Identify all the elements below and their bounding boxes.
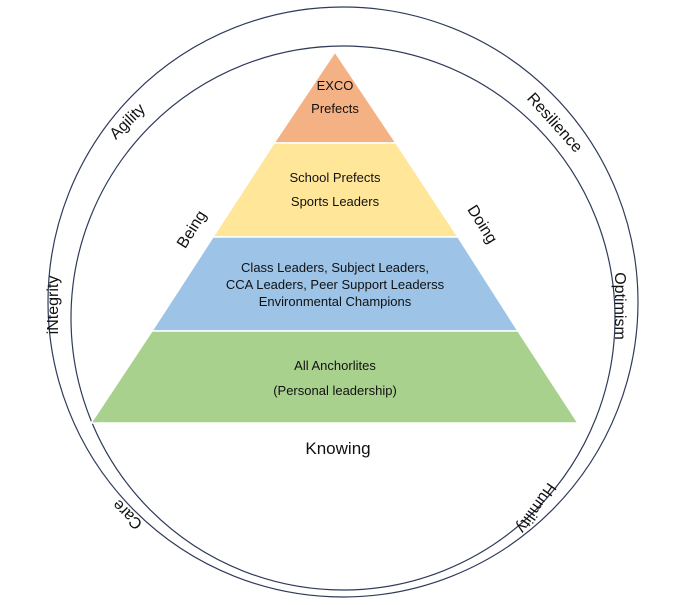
value-humility: Humility (512, 479, 559, 535)
side-label-being: Being (174, 208, 210, 252)
value-optimism: Optimism (611, 272, 628, 340)
pyramid-tier-upper-middle (211, 142, 460, 238)
tier-upper-middle-line-2: Sports Leaders (291, 194, 380, 209)
value-agility: Agility (107, 101, 149, 143)
pyramid-tier-top (272, 50, 398, 144)
tier-top-line-2: Prefects (311, 101, 359, 116)
side-label-doing: Doing (464, 202, 501, 246)
inner-circle (70, 45, 616, 591)
outer-circle (47, 6, 639, 598)
tier-lower-middle-line-2: CCA Leaders, Peer Support Leaderss (226, 277, 445, 292)
tier-base-line-1: All Anchorlites (294, 358, 376, 373)
tier-upper-middle-line-1: School Prefects (289, 170, 381, 185)
tier-base-line-2: (Personal leadership) (273, 383, 397, 398)
tier-lower-middle-line-3: Environmental Champions (259, 294, 412, 309)
value-care: Care (109, 496, 146, 533)
tier-lower-middle-line-1: Class Leaders, Subject Leaders, (241, 260, 429, 275)
tier-top-line-1: EXCO (317, 78, 354, 93)
side-label-knowing: Knowing (305, 439, 370, 458)
pyramid-tier-base (89, 330, 580, 424)
value-integrity: iNtegrity (45, 276, 62, 335)
